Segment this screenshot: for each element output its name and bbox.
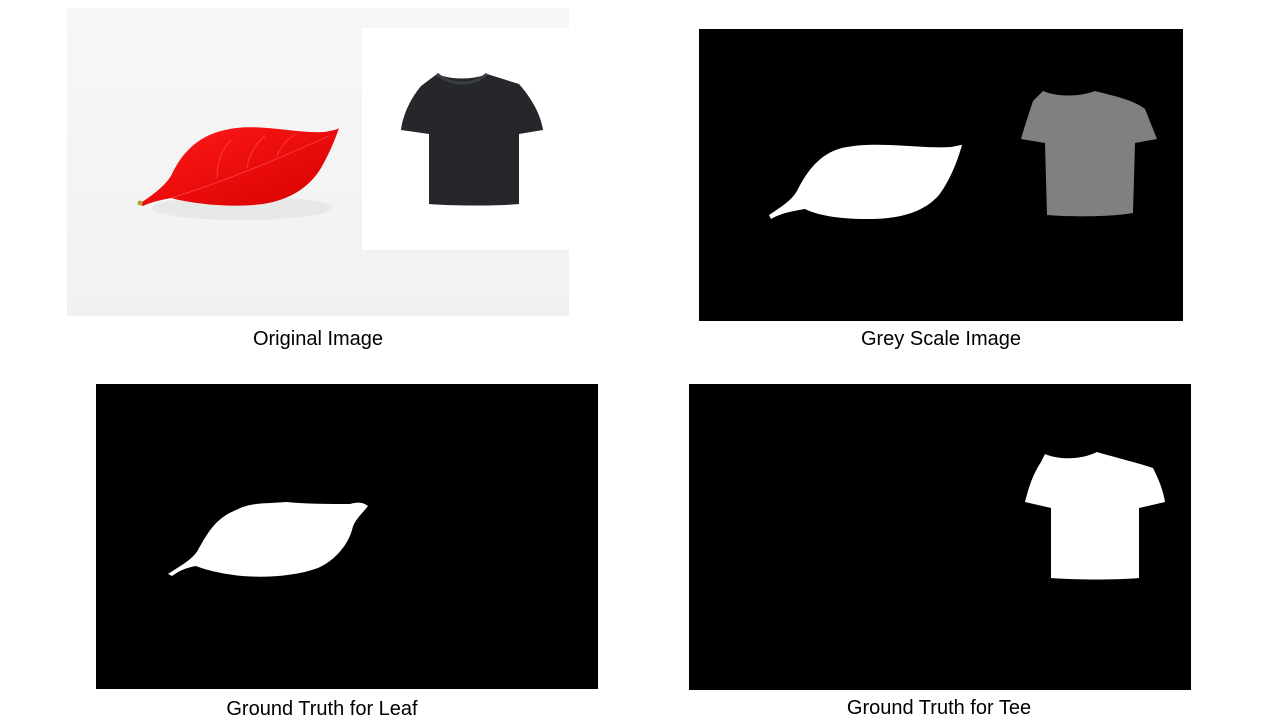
grey-scale-image-panel bbox=[699, 29, 1183, 321]
grey-leaf-shape bbox=[769, 144, 962, 219]
ground-truth-leaf-panel bbox=[96, 384, 598, 689]
ground-truth-leaf-mask bbox=[96, 384, 598, 689]
original-image bbox=[67, 8, 569, 316]
leaf-mask-shape bbox=[168, 502, 368, 577]
ground-truth-tee-caption: Ground Truth for Tee bbox=[846, 697, 1032, 719]
grey-scale-image-caption: Grey Scale Image bbox=[860, 328, 1022, 350]
ground-truth-tee-panel bbox=[689, 384, 1191, 690]
grey-tee-shape bbox=[1021, 91, 1157, 217]
ground-truth-leaf-caption: Ground Truth for Leaf bbox=[226, 698, 418, 720]
leaf-shape bbox=[139, 127, 339, 206]
tee-shape bbox=[401, 74, 543, 206]
tee-mask-shape bbox=[1025, 452, 1165, 580]
ground-truth-tee-mask bbox=[689, 384, 1191, 690]
original-image-panel bbox=[67, 8, 569, 316]
original-image-caption: Original Image bbox=[252, 328, 384, 350]
grey-scale-image bbox=[699, 29, 1183, 321]
